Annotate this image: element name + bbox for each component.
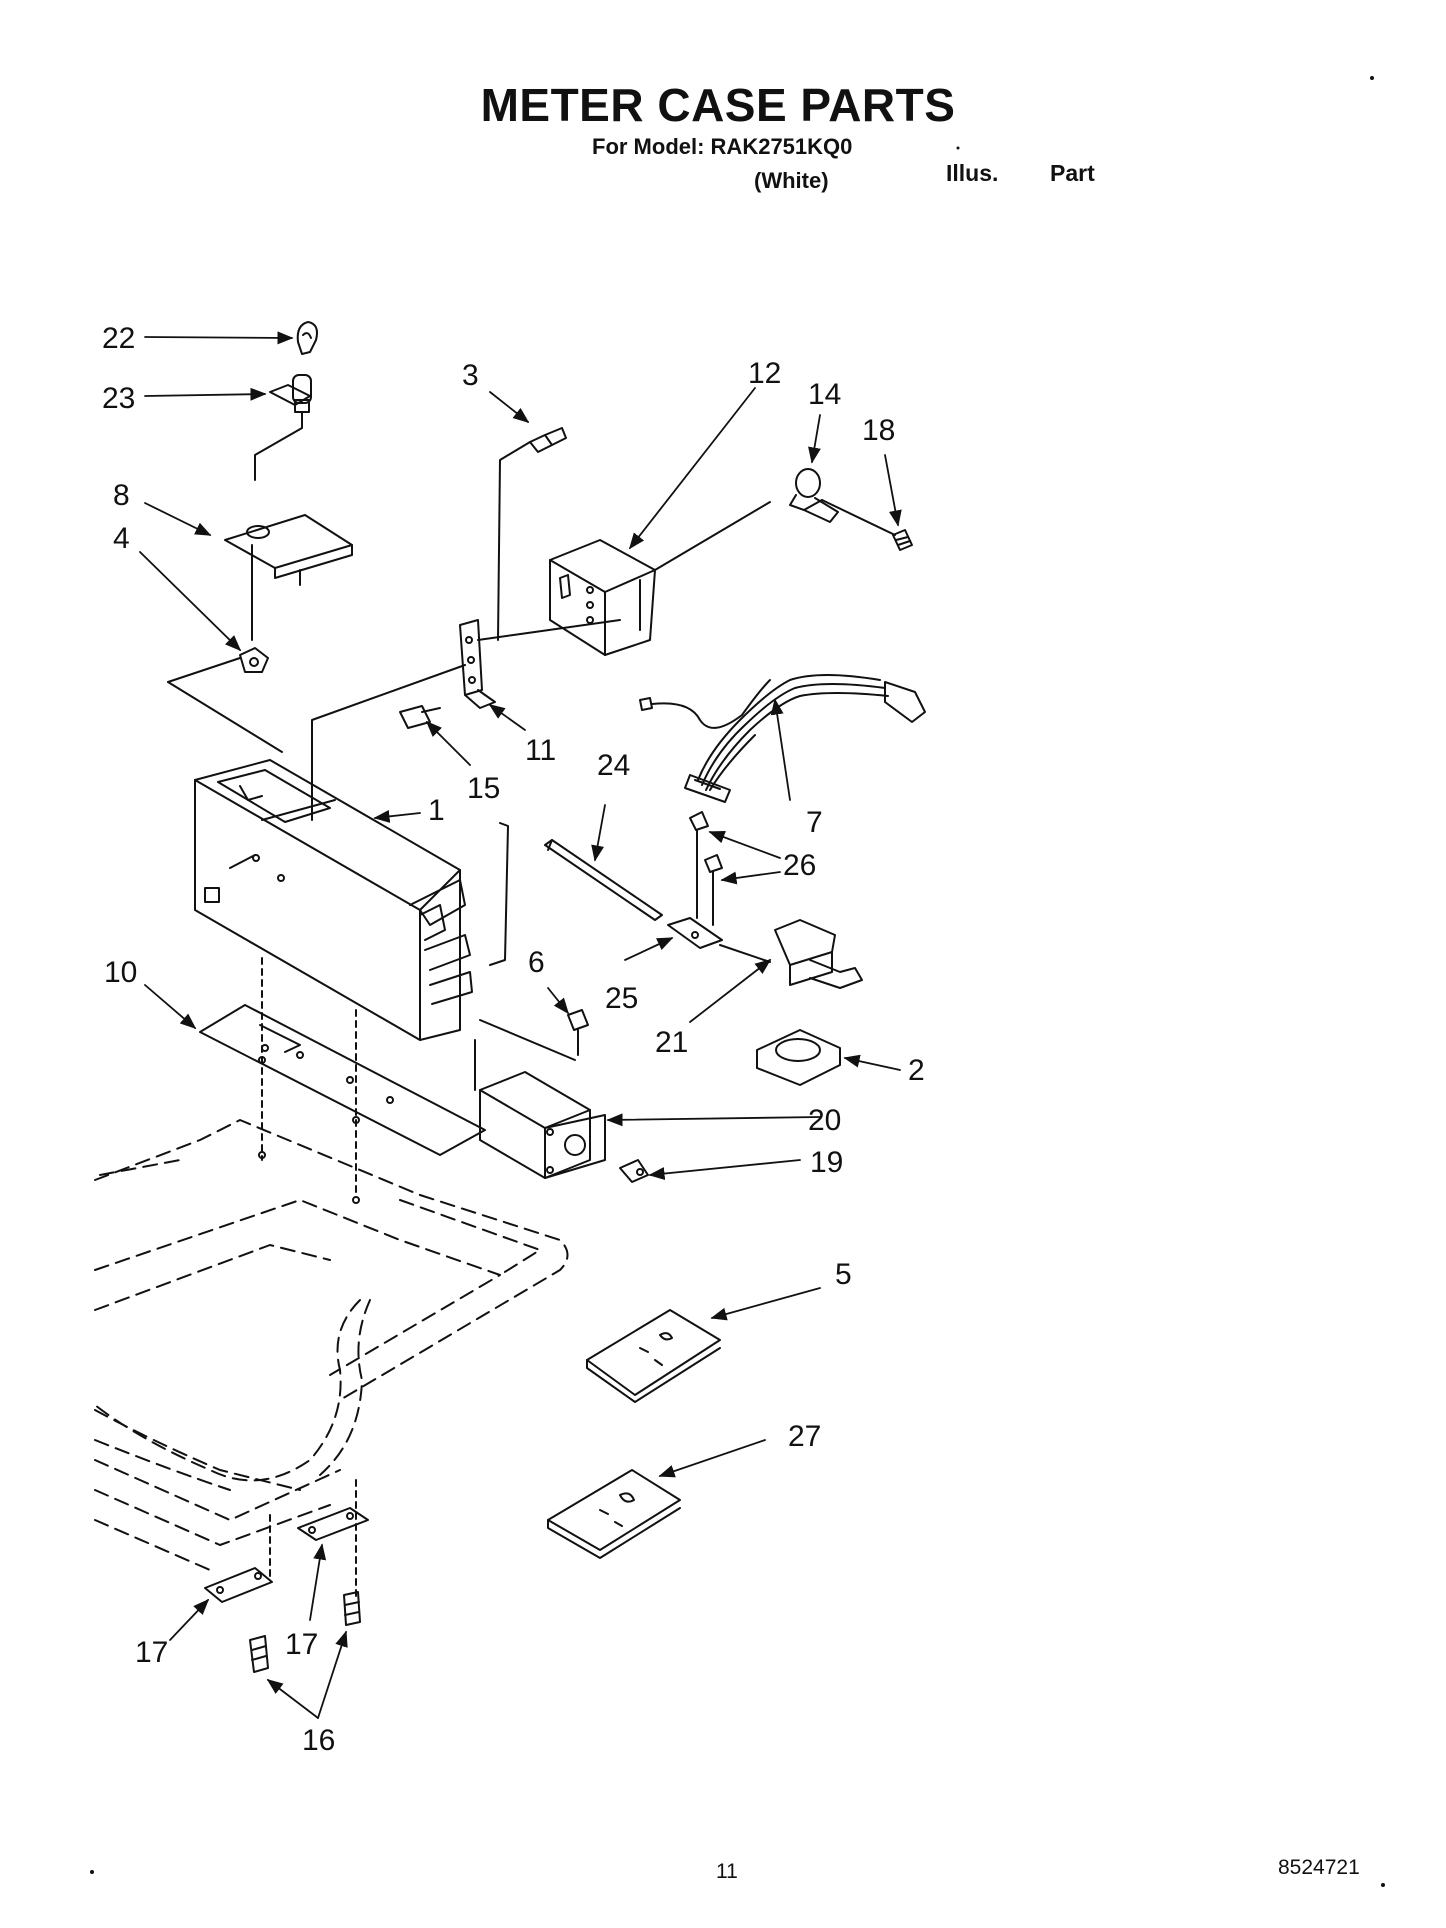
cup-2 [756,1029,841,1086]
latch-21 [719,919,863,989]
card-27 [547,1469,681,1559]
timer-module [549,501,771,656]
model-color: (White) [754,168,829,193]
mounting-leaders [258,957,360,1601]
illus-column-header: Illus. [946,160,999,186]
callout-14: 14 [808,378,841,411]
document-number: 8524721 [1278,1856,1360,1879]
screw-3 [497,427,567,641]
callout-19: 19 [810,1146,843,1179]
callout-25: 25 [605,982,638,1015]
callout-11: 11 [525,734,556,767]
callout-7: 7 [806,806,823,839]
callout-17-right: 17 [285,1628,318,1661]
bracket-17-right [297,1507,369,1541]
callout-21: 21 [655,1026,688,1059]
callout-16: 16 [302,1724,335,1757]
meter-case-box [194,759,473,1041]
callout-5: 5 [835,1258,852,1291]
washer-top-panel [94,1119,569,1571]
strip-24 [489,822,663,966]
screw-15 [399,705,441,729]
callout-24: 24 [597,749,630,782]
wire-harness [639,674,926,803]
callout-27: 27 [788,1420,821,1453]
screws-16 [249,1591,361,1673]
callout-12: 12 [748,357,781,390]
page-title: METER CASE PARTS [480,79,956,131]
card-5 [586,1309,721,1403]
cam-clip-part [296,321,318,355]
switch-14 [789,468,896,536]
model-subtitle: For Model: RAK2751KQ0 [592,134,853,159]
callout-8: 8 [113,479,130,512]
callout-numbers: 22 23 3 12 14 18 8 4 11 15 1 24 7 26 10 … [102,322,925,1757]
callout-23: 23 [102,382,135,415]
knob-part [254,374,312,481]
clip-4 [167,647,283,753]
bottom-plate [199,1004,486,1156]
callout-26: 26 [783,849,816,882]
screws-26 [689,811,723,926]
callout-2: 2 [908,1054,925,1087]
callout-4: 4 [113,522,130,555]
screw-6 [479,1009,589,1061]
callout-6: 6 [528,946,545,979]
bracket-11 [311,619,621,821]
switch-bracket [224,514,353,641]
callout-15: 15 [467,772,500,805]
scan-specks [90,76,1385,1887]
pin-19 [619,1159,649,1183]
callout-1: 1 [428,794,445,827]
callout-leaders [139,331,902,1719]
screw-18 [892,529,913,551]
callout-18: 18 [862,414,895,447]
callout-3: 3 [462,359,479,392]
callout-17-left: 17 [135,1636,168,1669]
page-number: 11 [716,1860,738,1883]
callout-10: 10 [104,956,137,989]
bracket-17-left [204,1567,273,1603]
callout-20: 20 [808,1104,841,1137]
callout-22: 22 [102,322,135,355]
plate-25 [667,917,723,949]
part-column-header: Part [1050,160,1095,186]
solenoid-20 [474,1039,606,1179]
